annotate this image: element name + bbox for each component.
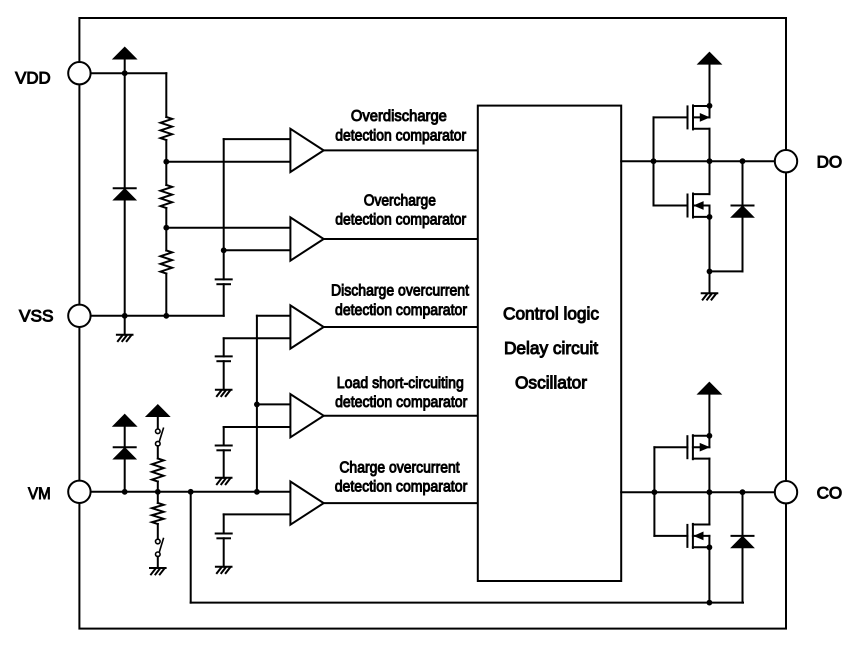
svg-text:Discharge overcurrent: Discharge overcurrent (331, 283, 469, 300)
svg-text:detection comparator: detection comparator (335, 128, 467, 145)
svg-text:Delay circuit: Delay circuit (504, 338, 598, 358)
svg-text:VSS: VSS (19, 307, 54, 326)
svg-text:CO: CO (817, 484, 843, 503)
svg-text:detection comparator: detection comparator (335, 302, 468, 319)
svg-text:VM: VM (28, 484, 51, 503)
svg-text:DO: DO (817, 153, 843, 172)
svg-text:detection comparator: detection comparator (335, 212, 467, 229)
svg-text:detection comparator: detection comparator (335, 479, 468, 496)
svg-text:Overdischarge: Overdischarge (351, 108, 447, 125)
svg-text:Charge overcurrent: Charge overcurrent (339, 460, 460, 477)
svg-text:Control logic: Control logic (503, 304, 599, 324)
svg-text:Load short-circuiting: Load short-circuiting (337, 375, 464, 392)
svg-text:VDD: VDD (15, 69, 51, 88)
svg-text:detection comparator: detection comparator (335, 394, 468, 411)
svg-text:Oscillator: Oscillator (515, 373, 587, 393)
svg-text:Overcharge: Overcharge (364, 192, 436, 209)
